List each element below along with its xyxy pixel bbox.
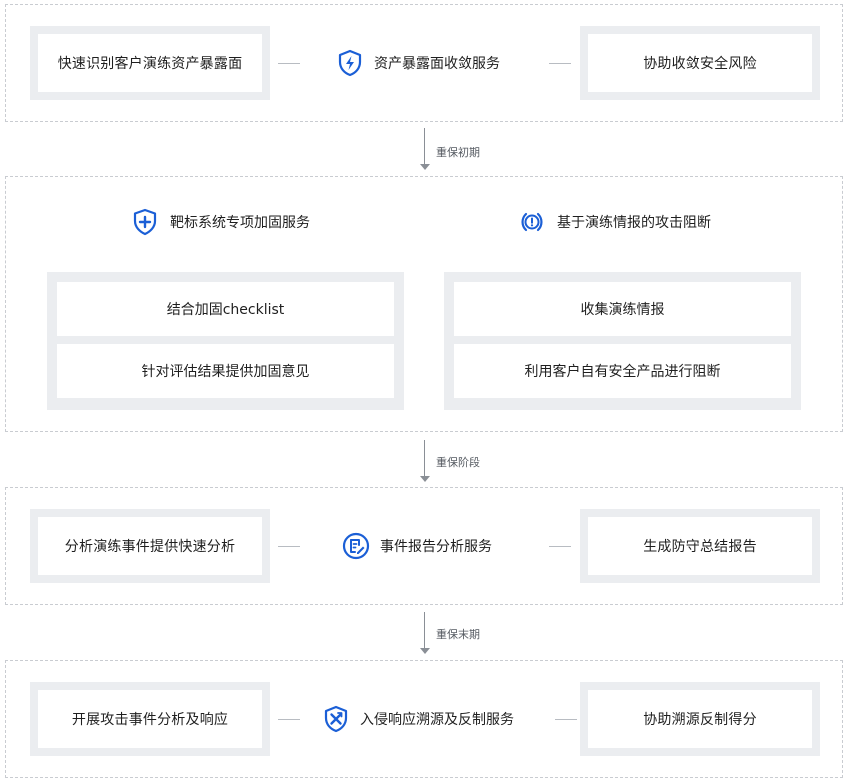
exposure-right-dash xyxy=(549,63,571,64)
connector-early: 重保初期 xyxy=(420,128,540,170)
connector-late-arrow xyxy=(420,648,430,654)
hardening-left-panel: 结合加固checklist 针对评估结果提供加固意见 xyxy=(47,272,404,410)
response-right-box: 协助溯源反制得分 xyxy=(580,682,820,756)
stage-exposure: 快速识别客户演练资产暴露面 资产暴露面收敛服务 协助收敛安全风险 xyxy=(5,4,843,122)
stage-report: 分析演练事件提供快速分析 事件报告分析服务 生成防守总结报告 xyxy=(5,487,843,605)
response-right-dash xyxy=(555,719,577,720)
report-service: 事件报告分析服务 xyxy=(342,532,492,560)
report-right-box: 生成防守总结报告 xyxy=(580,509,820,583)
exposure-service: 资产暴露面收敛服务 xyxy=(336,49,500,77)
response-service-label: 入侵响应溯源及反制服务 xyxy=(360,712,514,728)
hardening-right-panel: 收集演练情报 利用客户自有安全产品进行阻断 xyxy=(444,272,801,410)
exposure-right-text: 协助收敛安全风险 xyxy=(588,34,812,92)
hardening-left-item: 针对评估结果提供加固意见 xyxy=(57,344,394,398)
hardening-right-title: 基于演练情报的攻击阻断 xyxy=(517,207,711,237)
connector-mid-line xyxy=(424,440,425,476)
stage-response: 开展攻击事件分析及响应 入侵响应溯源及反制服务 协助溯源反制得分 xyxy=(5,660,843,778)
connector-late: 重保末期 xyxy=(420,612,540,654)
response-left-box: 开展攻击事件分析及响应 xyxy=(30,682,270,756)
hardening-left-item: 结合加固checklist xyxy=(57,282,394,336)
connector-early-line xyxy=(424,128,425,164)
exposure-left-text: 快速识别客户演练资产暴露面 xyxy=(38,34,262,92)
response-service: 入侵响应溯源及反制服务 xyxy=(322,705,514,733)
hardening-left-title: 靶标系统专项加固服务 xyxy=(130,207,310,237)
connector-late-label: 重保末期 xyxy=(436,628,480,641)
lightning-shield-icon xyxy=(336,49,364,77)
connector-early-arrow xyxy=(420,164,430,170)
exposure-service-label: 资产暴露面收敛服务 xyxy=(374,56,500,72)
exposure-left-dash xyxy=(278,63,300,64)
response-left-text: 开展攻击事件分析及响应 xyxy=(38,690,262,748)
plus-shield-icon xyxy=(130,207,160,237)
response-left-dash xyxy=(278,719,300,720)
exposure-right-box: 协助收敛安全风险 xyxy=(580,26,820,100)
report-left-box: 分析演练事件提供快速分析 xyxy=(30,509,270,583)
report-left-text: 分析演练事件提供快速分析 xyxy=(38,517,262,575)
hardening-right-title-label: 基于演练情报的攻击阻断 xyxy=(557,215,711,231)
document-edit-icon xyxy=(342,532,370,560)
report-service-label: 事件报告分析服务 xyxy=(380,539,492,555)
alert-signal-icon xyxy=(517,207,547,237)
crossed-shield-icon xyxy=(322,705,350,733)
exposure-left-box: 快速识别客户演练资产暴露面 xyxy=(30,26,270,100)
stage-hardening: 靶标系统专项加固服务 基于演练情报的攻击阻断 结合加固checklist 针对评… xyxy=(5,176,843,432)
connector-early-label: 重保初期 xyxy=(436,146,480,159)
hardening-right-item: 收集演练情报 xyxy=(454,282,791,336)
hardening-left-title-label: 靶标系统专项加固服务 xyxy=(170,215,310,231)
connector-mid: 重保阶段 xyxy=(420,440,540,482)
connector-late-line xyxy=(424,612,425,648)
connector-mid-arrow xyxy=(420,476,430,482)
report-right-text: 生成防守总结报告 xyxy=(588,517,812,575)
connector-mid-label: 重保阶段 xyxy=(436,456,480,469)
response-right-text: 协助溯源反制得分 xyxy=(588,690,812,748)
report-right-dash xyxy=(549,546,571,547)
hardening-right-item: 利用客户自有安全产品进行阻断 xyxy=(454,344,791,398)
report-left-dash xyxy=(278,546,300,547)
